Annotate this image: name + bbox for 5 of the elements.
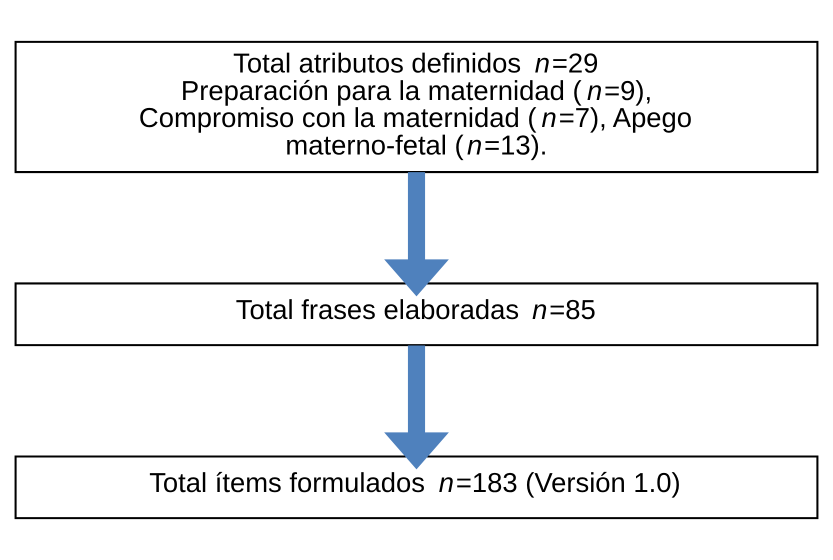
arrow [384, 346, 449, 470]
arrow [384, 172, 449, 296]
node-box: Total frases elaboradas n=85 [14, 282, 818, 346]
node-box: Total atributos definidos n=29 Preparación para la maternidad (n=9), Compromiso con la maternidad (n=7), Apego materno-fetal (n=13). [14, 40, 818, 174]
node-box: Total ítems formulados n=183 (Versión 1.0) [14, 455, 818, 520]
